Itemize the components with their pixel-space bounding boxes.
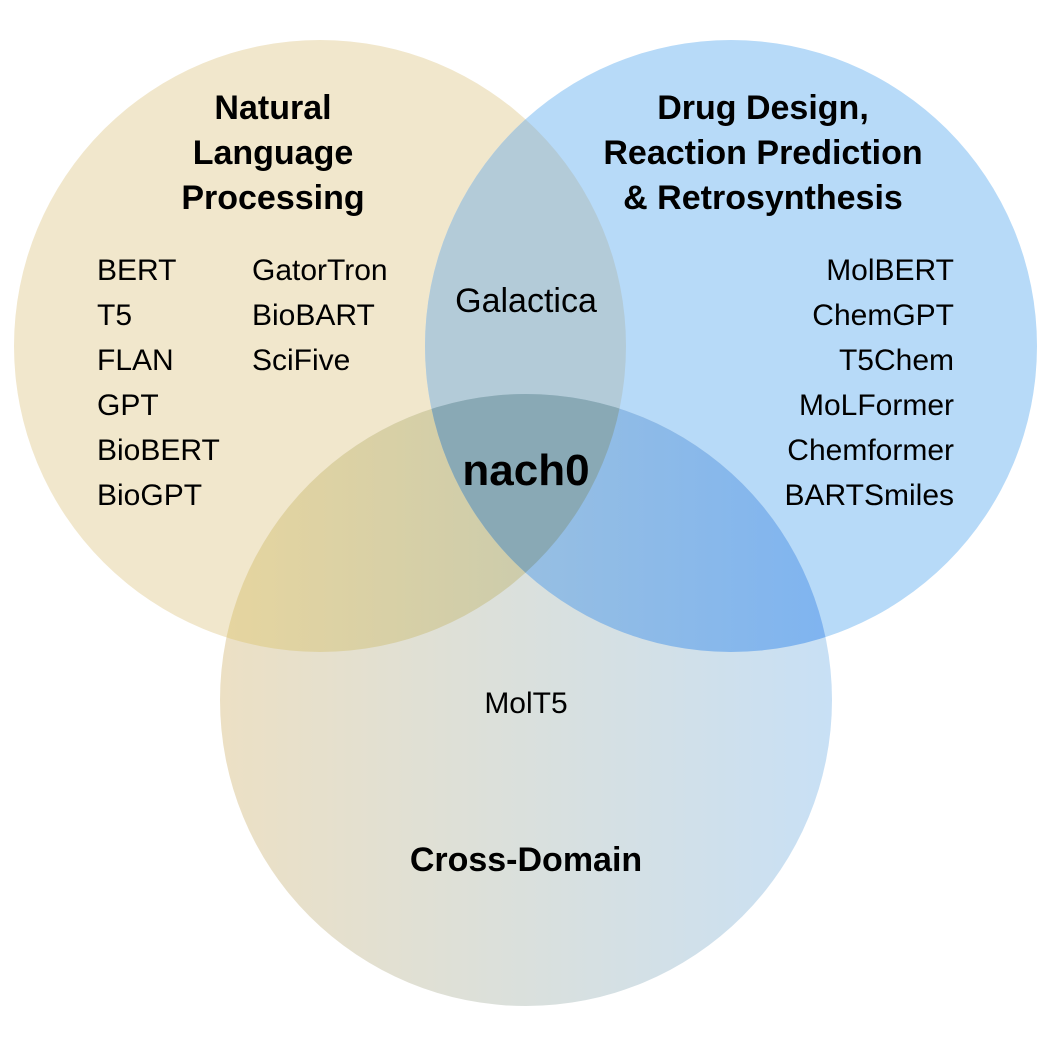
chem-title-line2: Reaction Prediction [603,134,923,172]
chem-cross-overlap [425,394,832,652]
list-item: BARTSmiles [784,479,954,512]
list-item: BioBERT [97,434,220,467]
nlp-title-line2: Language [192,134,354,172]
list-item: BioGPT [97,479,203,512]
nlp-title: Natural Language Processing [150,86,396,221]
list-item: BERT [97,254,177,287]
list-item: T5 [97,299,133,332]
chem-title: Drug Design, Reaction Prediction & Retro… [560,86,966,221]
nlp-title-line1: Natural [214,89,332,127]
center-label: nach0 [462,446,590,495]
nlp-cross-overlap [220,394,626,652]
nlp-title-line3: Processing [181,179,365,217]
list-item: SciFive [252,344,351,377]
list-item: ChemGPT [812,299,954,332]
list-item: GPT [97,389,159,422]
list-item: MolBERT [826,254,954,287]
cross-domain-model: MolT5 [484,687,568,720]
list-item: FLAN [97,344,174,377]
nlp-models-list-1: BERT T5 FLAN GPT BioBERT BioGPT [97,248,220,518]
list-item: T5Chem [838,344,954,377]
list-item: GatorTron [252,254,388,287]
chem-title-line3: & Retrosynthesis [623,179,903,217]
list-item: Chemformer [787,434,954,467]
nlp-chem-overlap-label: Galactica [455,282,597,320]
nlp-models-list-2: GatorTron BioBART SciFive [252,248,388,383]
chem-models-list: MolBERT ChemGPT T5Chem MoLFormer Chemfor… [785,248,954,518]
chem-title-line1: Drug Design, [657,89,869,127]
list-item: BioBART [252,299,375,332]
cross-domain-title: Cross-Domain [409,841,643,879]
list-item: MoLFormer [798,389,954,422]
